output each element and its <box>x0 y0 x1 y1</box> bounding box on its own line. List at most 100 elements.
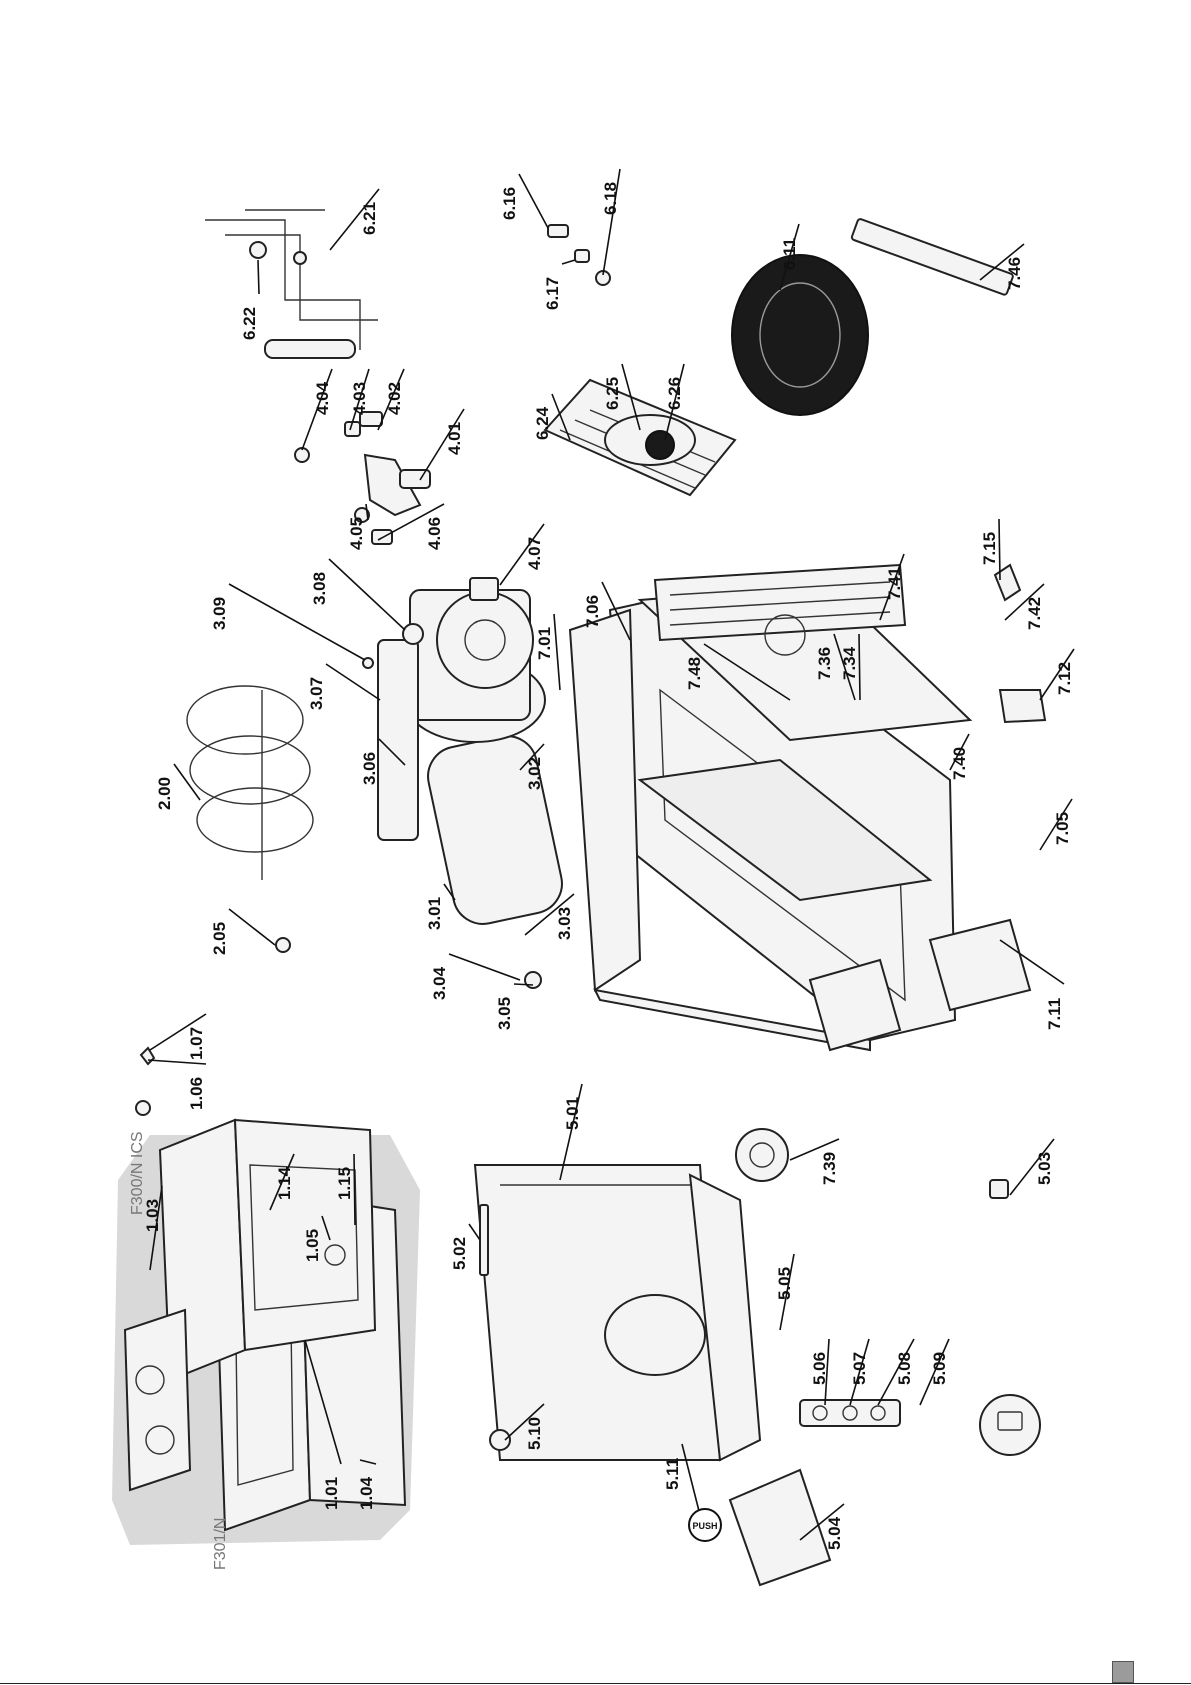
part-label-7-36: 7.36 <box>815 647 834 680</box>
part-label-6-16: 6.16 <box>500 187 519 220</box>
leader-line-7-15 <box>998 518 1001 581</box>
leader-line-7-05 <box>1039 798 1073 851</box>
leader-line-6-26 <box>664 363 685 441</box>
part-label-2-00: 2.00 <box>155 777 174 810</box>
part-label-7-06: 7.06 <box>583 595 602 628</box>
leader-line-5-11 <box>681 1443 701 1516</box>
part-label-4-02: 4.02 <box>385 382 404 415</box>
leader-line-7-36 <box>833 633 856 701</box>
leader-line-6-16 <box>518 173 549 229</box>
part-label-7-05: 7.05 <box>1053 812 1072 845</box>
part-label-5-02: 5.02 <box>450 1237 469 1270</box>
leader-line-2-00 <box>173 763 201 801</box>
part-label-6-25: 6.25 <box>603 377 622 410</box>
leader-line-6-17 <box>561 259 576 265</box>
part-label-4-01: 4.01 <box>445 422 464 455</box>
part-label-1-07: 1.07 <box>187 1027 206 1060</box>
leader-line-6-11 <box>779 223 800 291</box>
leader-line-1-07 <box>149 1013 207 1051</box>
leader-line-1-01 <box>304 1339 342 1465</box>
leader-line-7-41 <box>879 553 905 621</box>
part-label-7-12: 7.12 <box>1055 662 1074 695</box>
leader-line-5-09 <box>919 1338 950 1406</box>
leader-line-5-03 <box>1009 1138 1055 1196</box>
leader-line-7-12 <box>1039 648 1075 701</box>
evaporator-assembly-illustration <box>186 577 563 989</box>
part-label-7-34: 7.34 <box>840 646 859 680</box>
part-label-5-05: 5.05 <box>775 1267 794 1300</box>
leader-line-3-09 <box>228 583 366 661</box>
leader-line-3-03 <box>524 893 575 936</box>
leader-line-7-06 <box>601 581 631 641</box>
push-sticker: PUSH <box>688 1508 722 1542</box>
leader-line-4-06 <box>377 503 445 541</box>
part-label-4-07: 4.07 <box>525 537 544 570</box>
leader-line-6-24 <box>551 393 571 441</box>
leader-line-7-48 <box>703 643 791 701</box>
leader-line-7-40 <box>949 733 970 771</box>
leader-line-4-02 <box>377 368 405 431</box>
part-label-3-06: 3.06 <box>360 752 379 785</box>
page-bottom-rule <box>0 1683 1191 1684</box>
part-label-7-42: 7.42 <box>1025 597 1044 630</box>
part-label-1-05: 1.05 <box>303 1229 322 1262</box>
leader-line-5-08 <box>877 1338 915 1406</box>
part-label-1-15: 1.15 <box>335 1167 354 1200</box>
leader-line-7-01 <box>553 613 561 691</box>
leader-line-4-04 <box>301 368 333 451</box>
part-label-7-11: 7.11 <box>1045 998 1064 1030</box>
part-label-7-48: 7.48 <box>685 657 704 690</box>
leader-line-3-06 <box>378 738 406 766</box>
part-label-7-46: 7.46 <box>1005 257 1024 290</box>
leader-line-3-01 <box>443 883 456 901</box>
leader-line-1-05 <box>321 1215 331 1241</box>
leader-line-5-07 <box>849 1338 870 1406</box>
part-label-5-08: 5.08 <box>895 1352 914 1385</box>
leader-line-6-25 <box>621 363 641 431</box>
leader-line-4-07 <box>499 523 545 586</box>
leader-line-1-03 <box>149 1185 163 1271</box>
part-label-5-10: 5.10 <box>525 1417 544 1450</box>
leader-line-5-06 <box>824 1338 830 1406</box>
part-label-4-06: 4.06 <box>425 517 444 550</box>
part-label-3-09: 3.09 <box>210 597 229 630</box>
leader-line-7-34 <box>858 633 861 701</box>
leader-line-3-02 <box>519 743 545 771</box>
leader-line-1-14 <box>269 1153 295 1211</box>
leader-line-4-01 <box>419 408 465 481</box>
part-label-1-06: 1.06 <box>187 1077 206 1110</box>
part-label-1-14: 1.14 <box>275 1166 294 1200</box>
part-label-3-05: 3.05 <box>495 997 514 1030</box>
model-label-f301n: F301/N <box>212 1518 229 1570</box>
part-label-6-22: 6.22 <box>240 307 259 340</box>
leader-line-1-06 <box>147 1059 207 1065</box>
leader-line-4-05 <box>365 503 369 521</box>
part-label-4-04: 4.04 <box>313 381 332 415</box>
part-label-7-15: 7.15 <box>980 532 999 565</box>
leader-line-5-01 <box>559 1083 583 1181</box>
leader-line-6-21 <box>329 188 380 251</box>
leader-line-5-05 <box>779 1253 795 1331</box>
bowl-assembly-illustration <box>112 1046 420 1545</box>
page-corner-marker <box>1112 1661 1134 1683</box>
leader-line-7-42 <box>1004 583 1045 621</box>
part-label-5-04: 5.04 <box>825 1516 844 1550</box>
part-label-7-41: 7.41 <box>885 567 904 600</box>
part-label-5-07: 5.07 <box>850 1352 869 1385</box>
cabinet-illustration <box>568 563 1047 1199</box>
leader-line-5-04 <box>799 1503 845 1541</box>
leader-line-1-04 <box>359 1459 377 1465</box>
part-label-5-03: 5.03 <box>1035 1152 1054 1185</box>
part-label-7-39: 7.39 <box>820 1152 839 1185</box>
leader-line-6-18 <box>602 168 621 276</box>
leader-line-1-15 <box>353 1153 356 1226</box>
leader-line-3-05 <box>513 983 534 986</box>
part-label-6-11: 6.11 <box>780 238 799 270</box>
part-label-3-08: 3.08 <box>310 572 329 605</box>
part-label-1-01: 1.01 <box>322 1477 341 1510</box>
leader-line-2-05 <box>228 908 276 946</box>
part-label-6-24: 6.24 <box>533 406 552 440</box>
tank-front-illustration <box>473 1164 1041 1587</box>
